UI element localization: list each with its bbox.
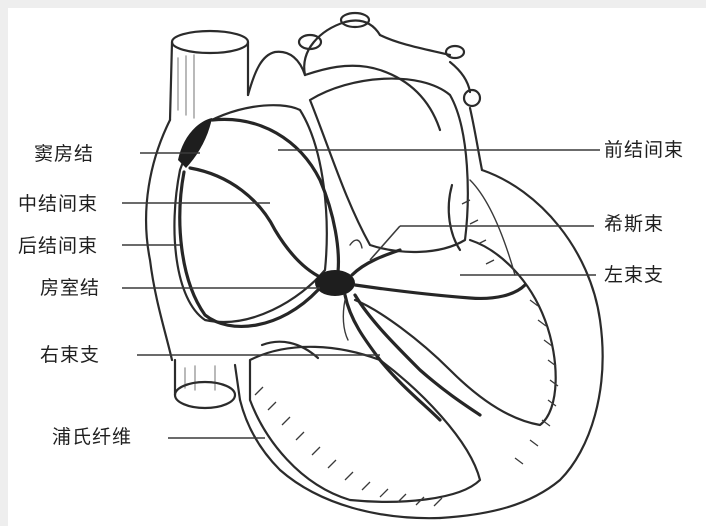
superior-vena-cava (170, 31, 248, 120)
sinoatrial-node-shape (178, 118, 212, 168)
label-sinoatrial-node: 窦房结 (34, 143, 94, 165)
label-left-bundle-branch: 左束支 (604, 264, 664, 286)
av-node-shape (315, 270, 355, 296)
heart-outline (146, 120, 603, 518)
label-anterior-internodal: 前结间束 (604, 139, 684, 161)
purkinje-hatching (255, 200, 558, 506)
ventricles (250, 180, 556, 502)
label-purkinje-fibers: 浦氏纤维 (52, 426, 132, 448)
label-bundle-of-his: 希斯束 (604, 213, 664, 235)
label-middle-internodal: 中结间束 (18, 193, 98, 215)
inferior-vena-cava (175, 360, 240, 408)
label-right-bundle-branch: 右束支 (40, 344, 100, 366)
conduction-system (178, 118, 525, 420)
label-av-node: 房室结 (40, 277, 100, 299)
label-posterior-internodal: 后结间束 (18, 235, 98, 257)
